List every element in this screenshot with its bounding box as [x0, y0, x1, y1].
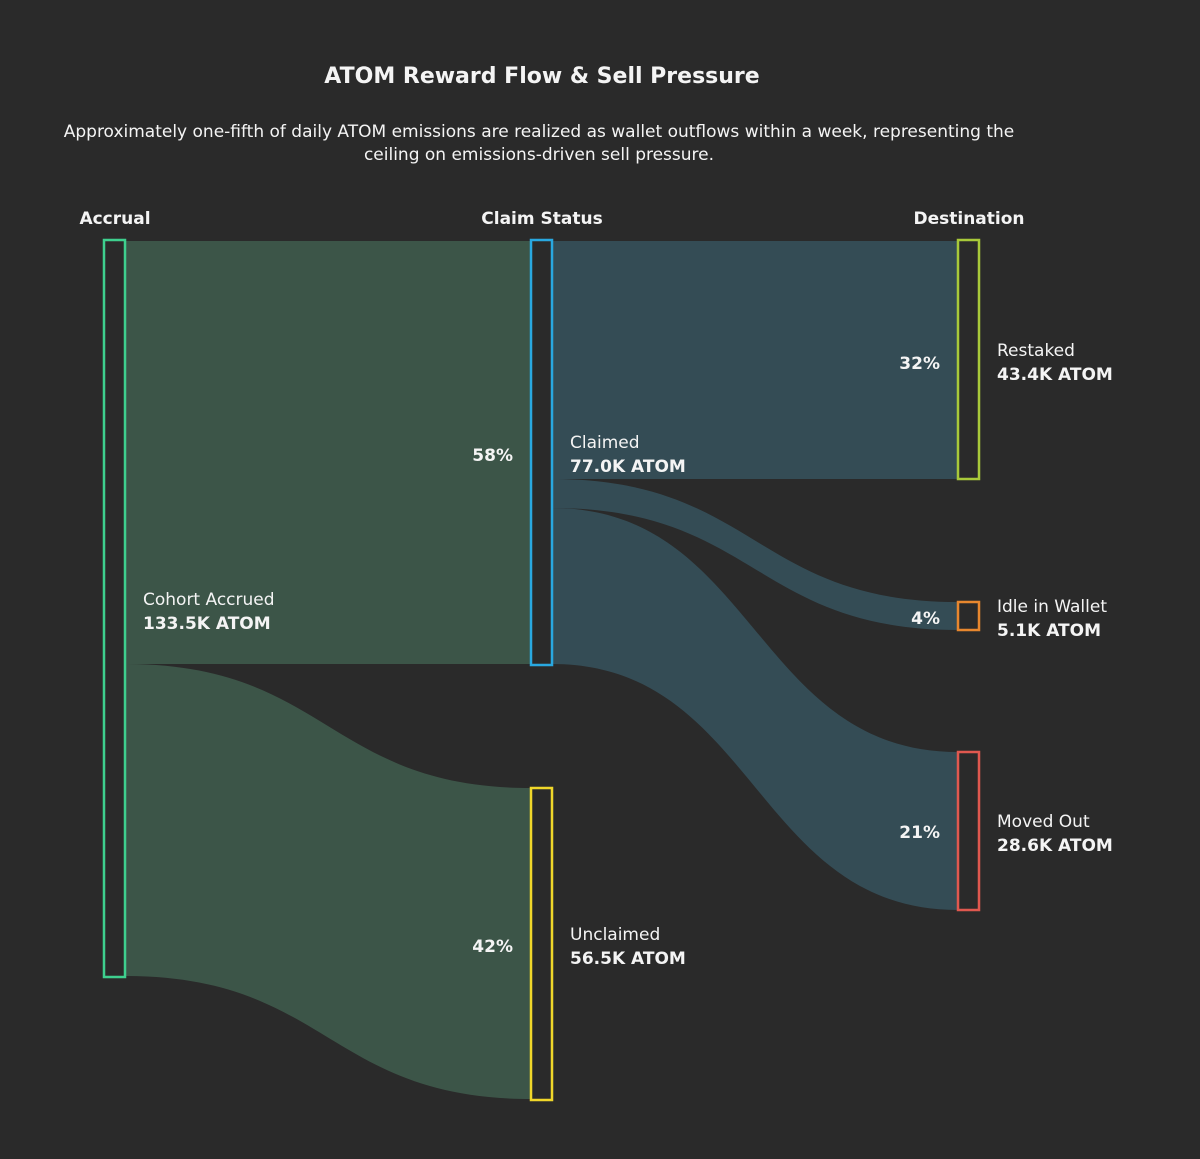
column-header-destination: Destination [913, 209, 1024, 229]
column-header-claim-status: Claim Status [481, 209, 602, 229]
node-label-cohort-accrued: Cohort Accrued [143, 590, 275, 610]
node-idle-in-wallet[interactable] [956, 600, 981, 632]
flows [125, 241, 958, 1099]
flow-claimed-to-idle-in-wallet [552, 479, 958, 630]
node-restaked[interactable] [956, 238, 981, 481]
percent-label-moved-out: 21% [899, 823, 940, 843]
flow-claimed-to-restaked [552, 241, 958, 479]
chart-subtitle-line1: Approximately one-fifth of daily ATOM em… [64, 122, 1015, 142]
node-value-moved-out: 28.6K ATOM [997, 836, 1113, 856]
column-header-accrual: Accrual [79, 209, 150, 229]
percent-label-idle-in-wallet: 4% [911, 609, 940, 629]
node-value-unclaimed: 56.5K ATOM [570, 949, 686, 969]
percent-label-unclaimed: 42% [472, 937, 513, 957]
chart-title: ATOM Reward Flow & Sell Pressure [324, 64, 759, 89]
node-claimed[interactable] [529, 238, 554, 667]
nodes [102, 238, 981, 1102]
node-label-restaked: Restaked [997, 341, 1075, 361]
node-value-restaked: 43.4K ATOM [997, 365, 1113, 385]
node-unclaimed[interactable] [529, 786, 554, 1102]
flow-claimed-to-moved-out [552, 508, 958, 910]
node-value-idle-in-wallet: 5.1K ATOM [997, 621, 1101, 641]
flow-accrued-to-unclaimed [125, 664, 531, 1099]
node-cohort-accrued[interactable] [102, 238, 127, 979]
node-label-idle-in-wallet: Idle in Wallet [997, 597, 1107, 617]
chart-subtitle-line2: ceiling on emissions-driven sell pressur… [364, 145, 714, 165]
node-label-unclaimed: Unclaimed [570, 925, 660, 945]
node-label-claimed: Claimed [570, 433, 640, 453]
percent-label-claimed: 58% [472, 446, 513, 466]
node-value-cohort-accrued: 133.5K ATOM [143, 614, 271, 634]
node-label-moved-out: Moved Out [997, 812, 1090, 832]
node-value-claimed: 77.0K ATOM [570, 457, 686, 477]
flow-accrued-to-claimed [125, 241, 531, 664]
percent-label-restaked: 32% [899, 354, 940, 374]
node-moved-out[interactable] [956, 750, 981, 912]
